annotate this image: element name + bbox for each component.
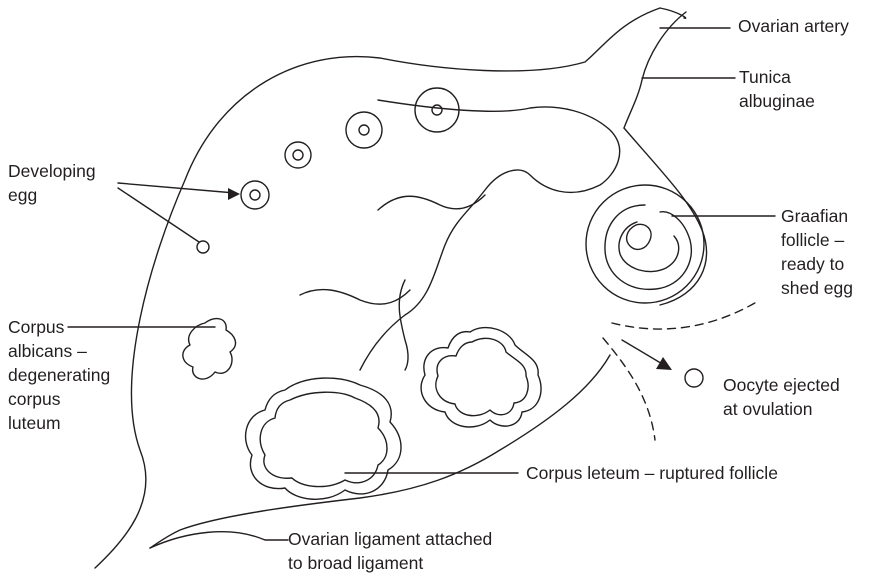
label-ovarian-artery: Ovarian artery — [738, 15, 849, 38]
developing-follicle-1 — [241, 181, 269, 209]
label-tunica: Tunica — [739, 66, 791, 89]
label-ligament-2: to broad ligament — [288, 552, 423, 575]
ovarian-artery-vessel — [624, 12, 686, 128]
ovulation-arrow — [622, 340, 664, 365]
developing-egg-small — [197, 241, 209, 253]
developing-follicle-3 — [346, 112, 382, 148]
corpus-luteum-middle — [421, 328, 541, 427]
label-developing: Developing — [8, 160, 96, 183]
label-corpus-luteum: Corpus leteum – ruptured follicle — [526, 462, 778, 485]
medulla-outline — [360, 100, 620, 370]
medulla-inner-2 — [300, 290, 410, 305]
label-ligament-1: Ovarian ligament attached — [288, 528, 492, 551]
label-graafian-4: shed egg — [781, 277, 853, 300]
developing-egg-arrow — [118, 183, 235, 193]
label-oocyte-2: at ovulation — [723, 398, 813, 421]
label-graafian-2: follicle – — [781, 229, 844, 252]
developing-follicle-2 — [285, 142, 311, 168]
oocyte — [685, 369, 703, 387]
label-corpus-albicans-5: luteum — [8, 412, 61, 435]
rupture-dashed-lower — [603, 338, 655, 440]
rupture-dashed-upper — [612, 300, 760, 329]
label-corpus-albicans-4: corpus — [8, 388, 61, 411]
developing-egg-pointer — [118, 188, 199, 242]
arrowhead-1 — [228, 188, 240, 200]
label-corpus-albicans-3: degenerating — [8, 364, 110, 387]
arrowhead-2 — [656, 357, 672, 370]
label-oocyte-1: Oocyte ejected — [723, 374, 840, 397]
label-tunica-2: albuginae — [739, 90, 815, 113]
label-corpus-albicans-2: albicans – — [8, 340, 87, 363]
label-developing-2: egg — [8, 184, 37, 207]
graafian-follicle — [586, 185, 704, 303]
medulla-inner-1 — [378, 195, 485, 210]
label-graafian-3: ready to — [781, 253, 844, 276]
corpus-luteum-large — [246, 378, 401, 499]
label-corpus-albicans-1: Corpus — [8, 316, 64, 339]
label-graafian-1: Graafian — [781, 205, 848, 228]
